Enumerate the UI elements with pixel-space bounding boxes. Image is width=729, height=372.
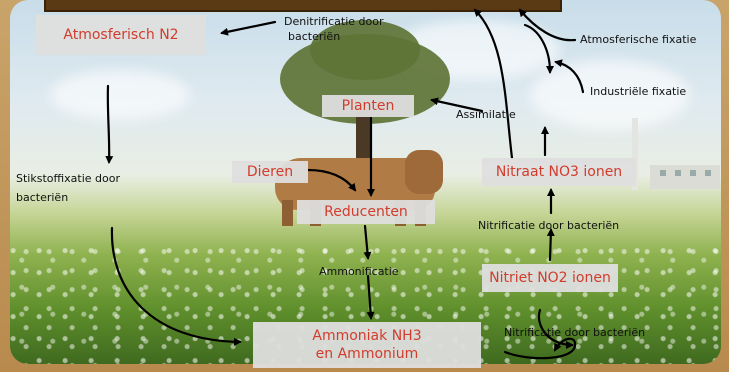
label-atmosferische-fixatie: Atmosferische fixatie bbox=[580, 32, 696, 47]
label-ammonificatie: Ammonificatie bbox=[319, 264, 399, 279]
label-assimilatie: Assimilatie bbox=[456, 107, 516, 122]
node-ammoniak-line1: Ammoniak NH3 bbox=[312, 327, 421, 345]
node-reducenten: Reducenten bbox=[297, 200, 435, 224]
node-nitriet: Nitriet NO2 ionen bbox=[482, 264, 618, 292]
label-nitrificatie-lower: Nitrificatie door bacteriën bbox=[504, 325, 645, 340]
arrow-denitrificatie bbox=[222, 22, 275, 33]
arrow-dieren-to-reducenten bbox=[308, 170, 355, 190]
label-nitrificatie-upper: Nitrificatie door bacteriën bbox=[478, 218, 619, 233]
arrow-reducenten-to-ammonificatie bbox=[365, 226, 368, 258]
label-denitrificatie: Denitrificatie door bacteriën bbox=[284, 14, 383, 44]
arrow-ammonificatie-to-ammoniak bbox=[368, 276, 371, 318]
label-stikstoffixatie-line1: Stikstoffixatie door bbox=[16, 171, 120, 186]
arrow-nitriet-to-nitrificatie bbox=[550, 230, 551, 260]
label-denitrificatie-line2: bacteriën bbox=[284, 29, 383, 44]
arrow-nitraat-up-left bbox=[475, 10, 512, 158]
node-dieren: Dieren bbox=[232, 161, 308, 183]
label-stikstoffixatie: Stikstoffixatie door bacteriën bbox=[16, 171, 120, 205]
arrow-atmosferische-fixatie bbox=[520, 10, 575, 40]
arrow-ammoniak-to-nitriet bbox=[505, 339, 575, 359]
arrow-stikstoffixatie-down bbox=[108, 86, 109, 162]
label-denitrificatie-line1: Denitrificatie door bbox=[284, 14, 383, 29]
node-ammoniak: Ammoniak NH3 en Ammonium bbox=[253, 322, 481, 368]
node-planten: Planten bbox=[322, 95, 414, 117]
node-ammoniak-line2: en Ammonium bbox=[316, 345, 419, 363]
label-industriele-fixatie: Industriële fixatie bbox=[590, 84, 686, 99]
arrow-industriele-fixatie bbox=[556, 62, 583, 92]
node-atmosferisch-n2: Atmosferisch N2 bbox=[36, 15, 206, 55]
arrow-stikstoffixatie-to-ammoniak bbox=[112, 228, 240, 342]
node-nitraat: Nitraat NO3 ionen bbox=[482, 158, 636, 186]
label-stikstoffixatie-line2: bacteriën bbox=[16, 190, 120, 205]
